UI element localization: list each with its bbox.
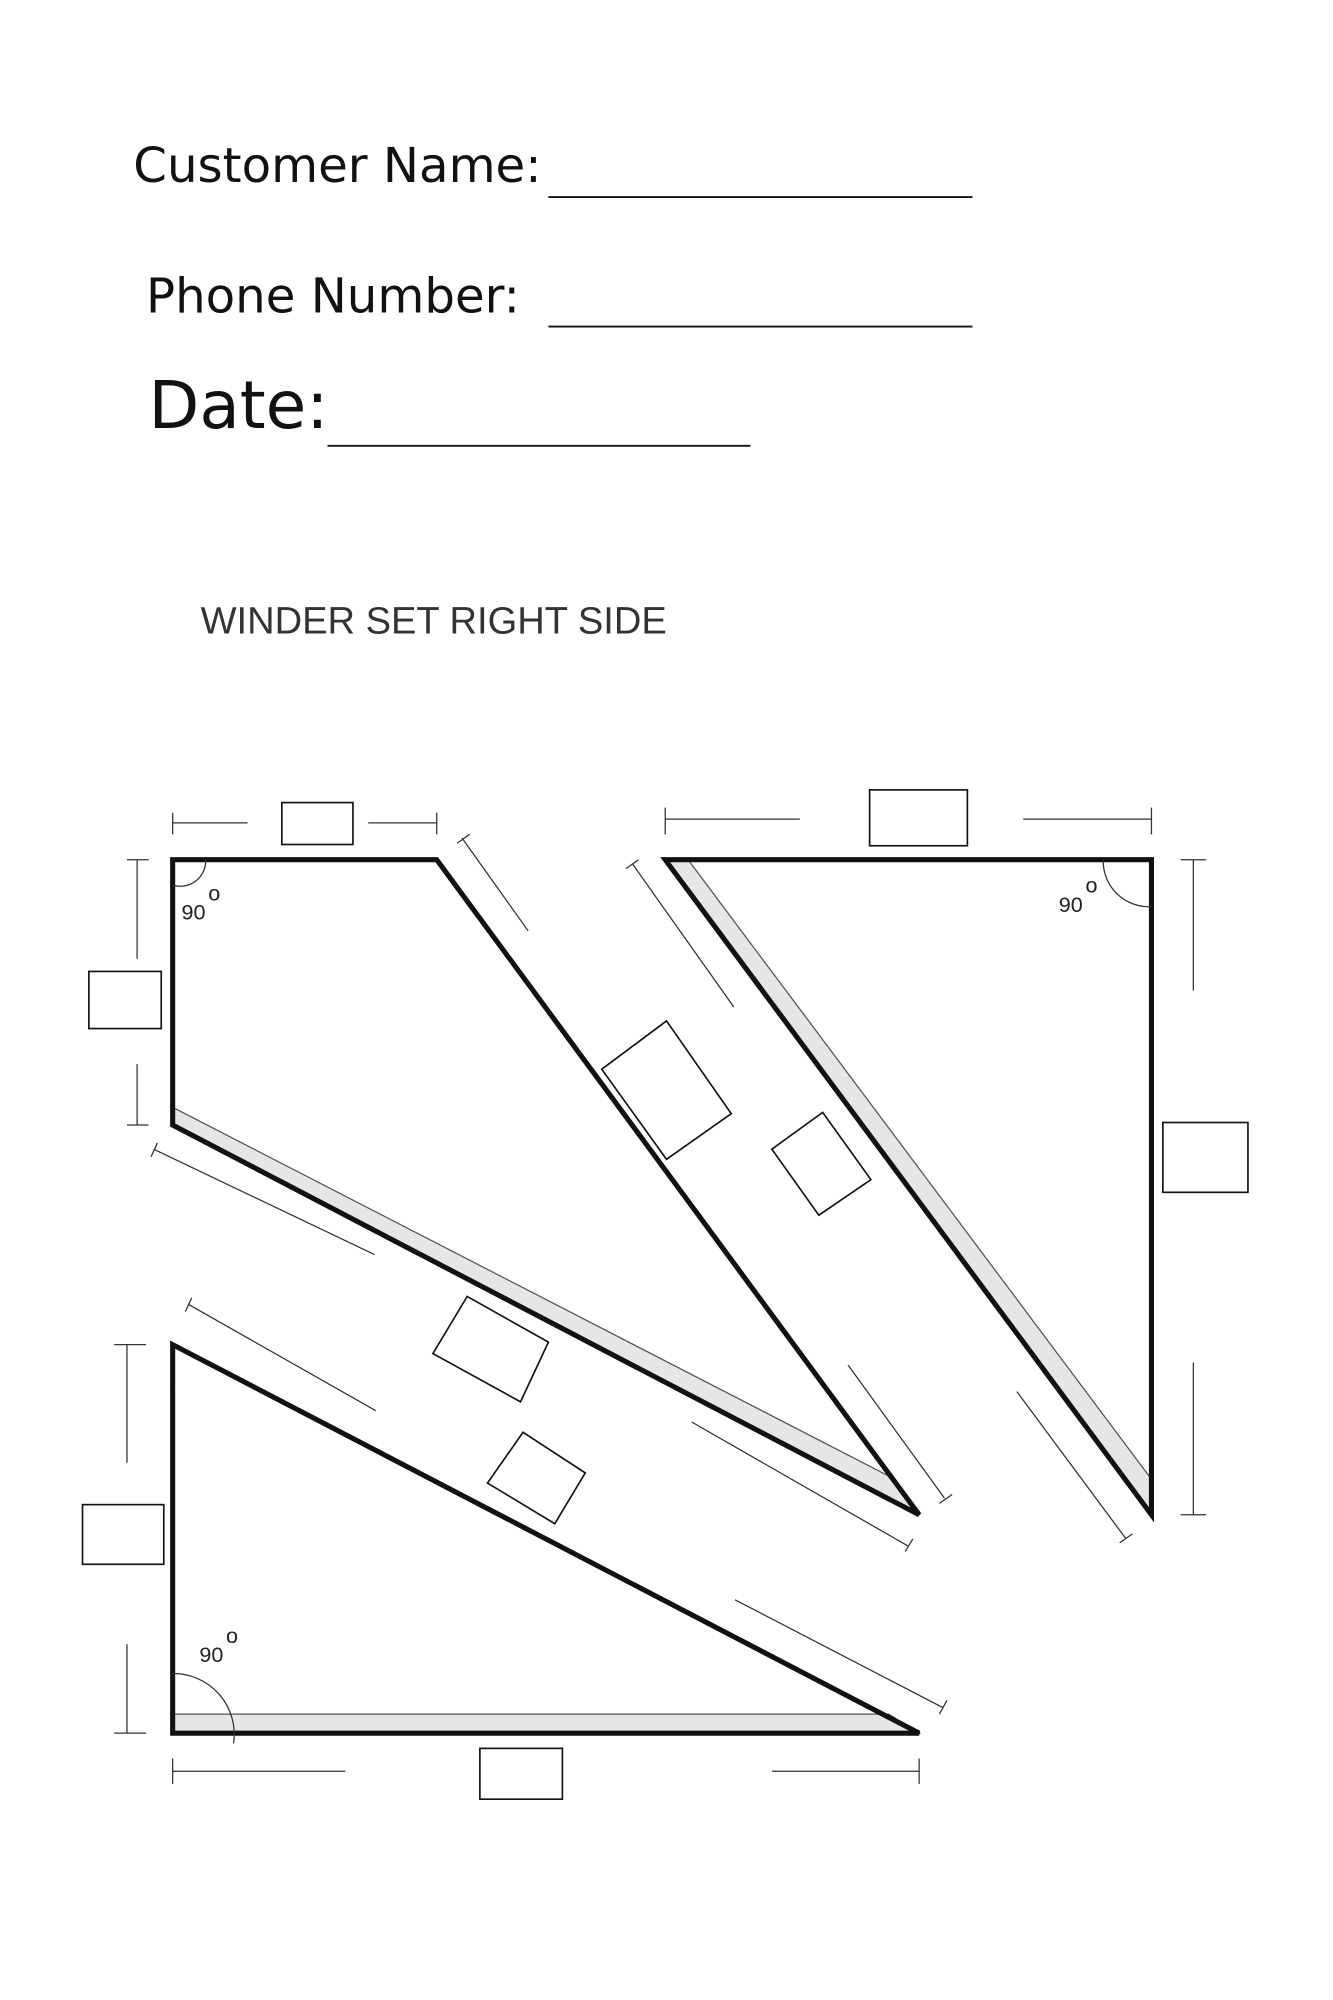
angle-label: 90 — [182, 899, 206, 924]
degree-symbol: o — [1085, 873, 1097, 898]
dimension-input-box[interactable] — [600, 1019, 733, 1161]
diagram-title: WINDER SET RIGHT SIDE — [201, 601, 667, 643]
tread-outline — [170, 857, 922, 1518]
winder-tread-3: 90 o — [81, 1297, 948, 1800]
dimension-input-box[interactable] — [868, 789, 969, 847]
tread-outline — [170, 1340, 921, 1736]
dimension-input-box[interactable] — [479, 1747, 564, 1800]
degree-symbol: o — [208, 880, 220, 905]
winder-tread-1: 90 o — [88, 801, 953, 1552]
degree-symbol: o — [226, 1623, 238, 1648]
phone-number-label: Phone Number: — [146, 269, 520, 325]
dimension-input-box[interactable] — [81, 1503, 165, 1566]
dimension-input-box[interactable] — [770, 1111, 873, 1217]
nosing-strip — [172, 1713, 922, 1734]
dimension-input-box[interactable] — [281, 801, 354, 846]
date-label: Date: — [149, 367, 329, 444]
tread-outline — [660, 857, 1154, 1523]
angle-label: 90 — [1059, 892, 1083, 917]
customer-name-label: Customer Name: — [133, 138, 541, 194]
dimension-input-box[interactable] — [431, 1295, 550, 1403]
angle-label: 90 — [199, 1642, 223, 1667]
winder-tread-2: 90 o — [625, 789, 1249, 1544]
dimension-input-box[interactable] — [486, 1431, 587, 1525]
dimension-input-box[interactable] — [88, 970, 163, 1030]
dimension-input-box[interactable] — [1162, 1121, 1249, 1194]
